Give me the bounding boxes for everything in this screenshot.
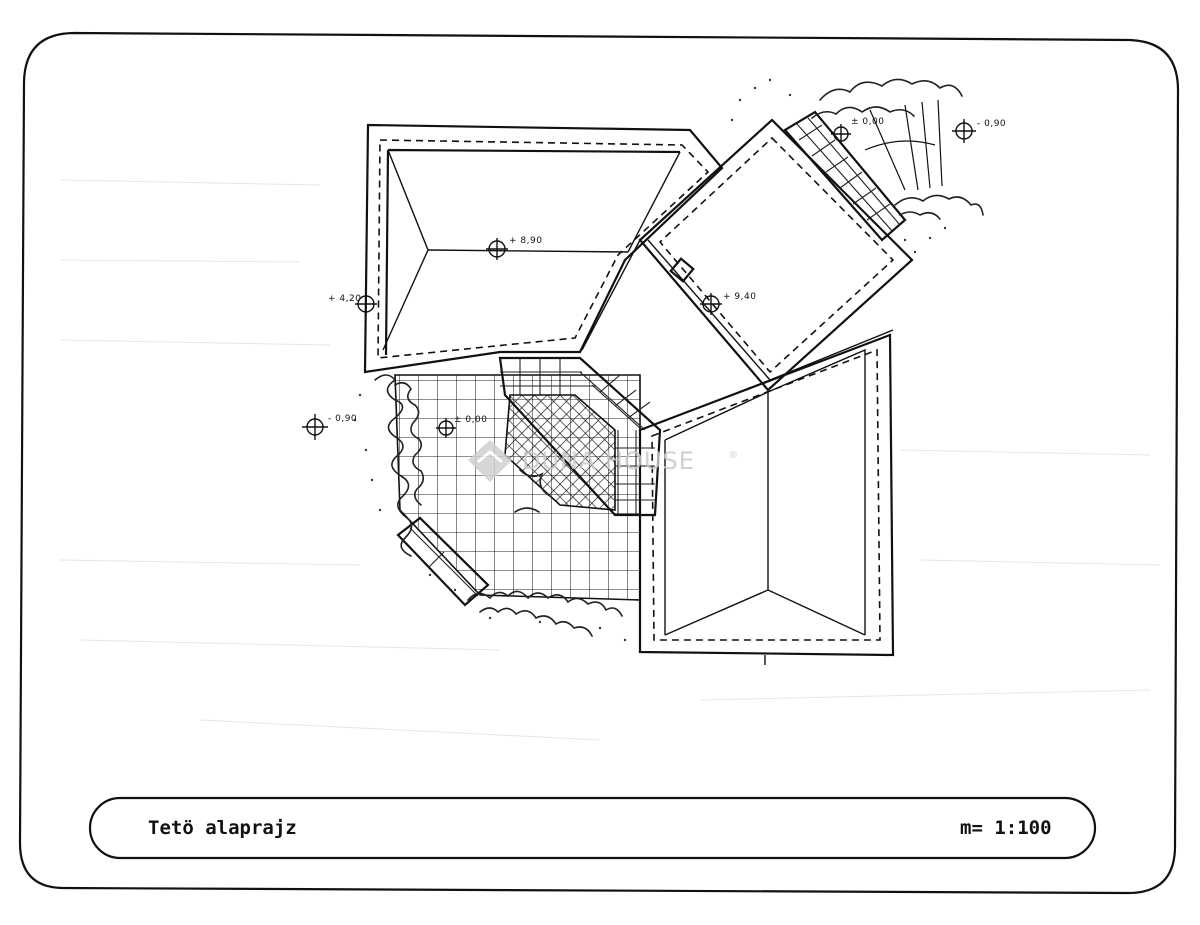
vegetation (374, 78, 984, 637)
entrance-stairs (783, 110, 907, 242)
drawing-title: Tetö alaprajz (148, 817, 297, 839)
chimney (669, 257, 695, 283)
level-label: + 4,20 (328, 294, 361, 304)
watermark: DUNA HOUSE ® (468, 440, 739, 482)
level-marker-ground-left: - 0,90 (302, 414, 357, 440)
sheet-border (18, 31, 1180, 895)
level-marker-ground-right: - 0,90 (952, 119, 1006, 143)
level-label: - 0,90 (328, 414, 357, 424)
level-marker-ridge-left: + 8,90 (486, 236, 542, 260)
level-marker-eave: + 4,20 (328, 293, 377, 315)
title-block: Tetö alaprajz m= 1:100 (88, 796, 1097, 860)
stipple-dots (353, 78, 947, 642)
level-marker-terrace: ± 0,00 (436, 415, 487, 438)
ramp (396, 516, 490, 607)
level-label: + 8,90 (509, 236, 542, 246)
watermark-logo-icon (468, 440, 512, 482)
level-label: ± 0,00 (454, 415, 487, 425)
watermark-text: DUNA HOUSE (522, 447, 695, 475)
watermark-registered-mark: ® (728, 450, 739, 461)
roof-left-wing (363, 123, 724, 374)
level-label: + 9,40 (723, 292, 756, 302)
drawing-scale: m= 1:100 (960, 817, 1052, 839)
roof-right-wing (638, 329, 895, 665)
level-label: - 0,90 (977, 119, 1006, 129)
level-marker-ridge-right: + 9,40 (700, 292, 756, 315)
background-texture (59, 179, 1161, 741)
level-marker-entrance: ± 0,00 (831, 117, 884, 144)
roof-rotated-block (581, 118, 914, 392)
level-label: ± 0,00 (851, 117, 884, 127)
